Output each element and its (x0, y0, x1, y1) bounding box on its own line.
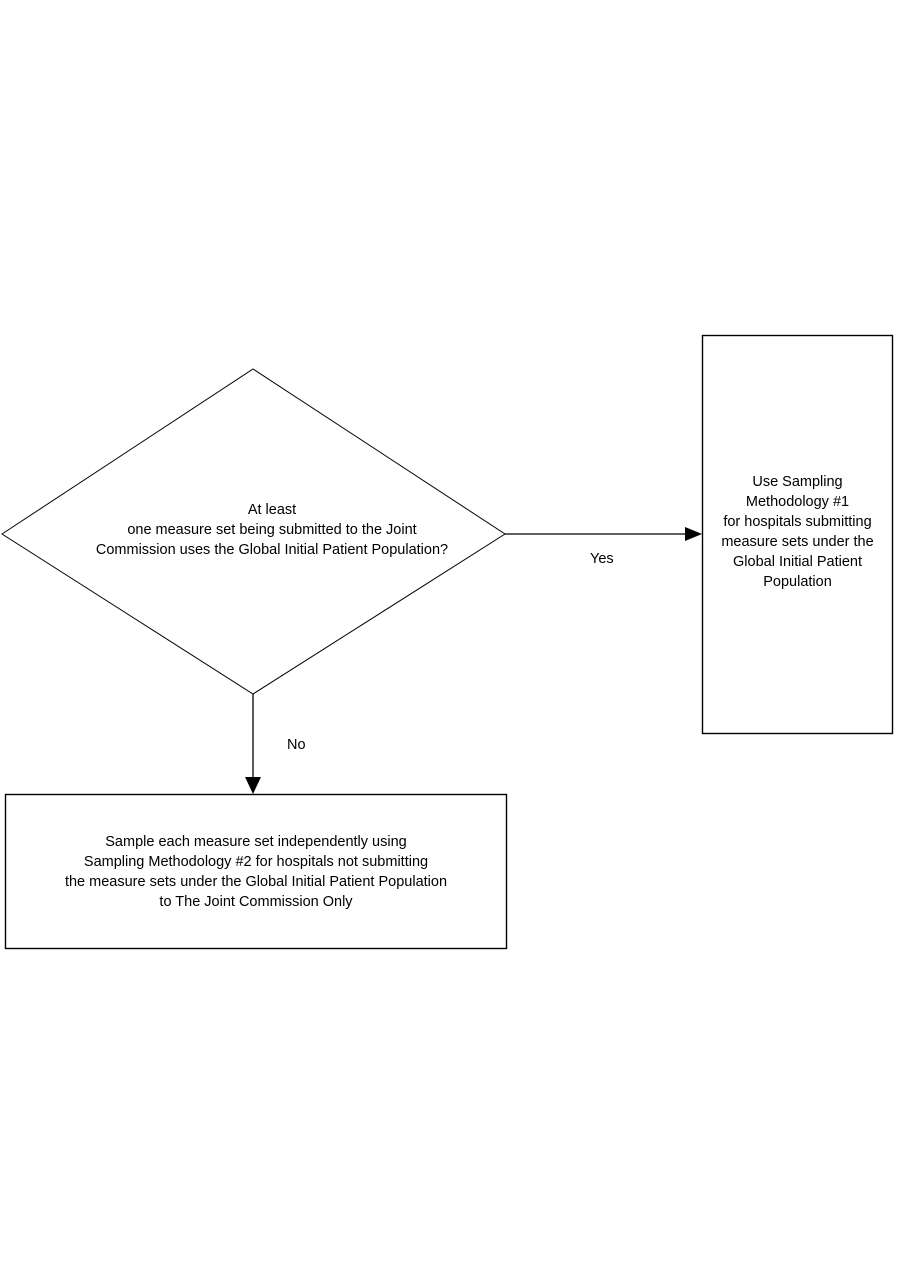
edge-label-no: No (287, 737, 306, 753)
edge-yes-arrowhead-icon (685, 527, 702, 541)
process-right-box-shape[interactable] (701, 334, 894, 735)
process-bottom-box-shape[interactable] (4, 793, 508, 950)
edge-label-yes: Yes (590, 551, 614, 567)
decision-diamond-shape[interactable] (1, 368, 506, 695)
edge-no-arrowhead-icon (245, 777, 261, 794)
